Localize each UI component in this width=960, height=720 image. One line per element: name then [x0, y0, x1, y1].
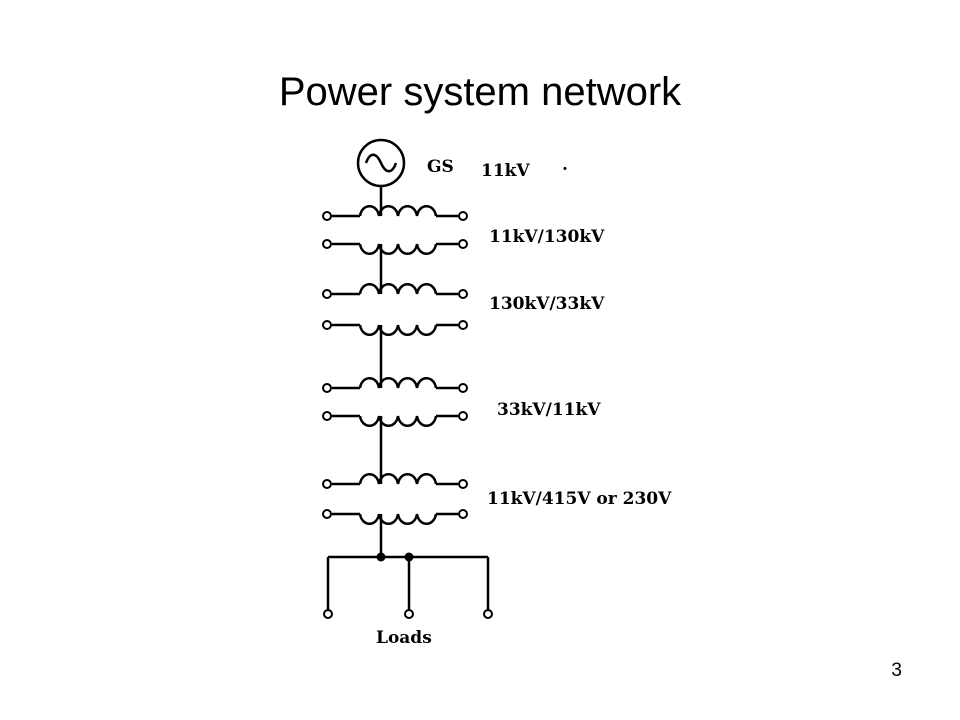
transformer-1-rating: 11kV/130kV [489, 227, 605, 247]
terminal [458, 320, 468, 330]
primary-winding [322, 205, 468, 221]
load-distribution [323, 552, 493, 619]
terminal [458, 289, 468, 299]
terminal [458, 211, 468, 221]
slide-title: Power system network [278, 70, 682, 114]
transformer-2-rating: 130kV/33kV [489, 294, 605, 314]
terminal [322, 289, 332, 299]
terminal [458, 383, 468, 393]
terminal [458, 411, 468, 421]
stray-mark: . [562, 155, 568, 175]
terminal [322, 479, 332, 489]
secondary-winding [322, 411, 468, 427]
generator-voltage-label: 11kV [481, 161, 530, 181]
terminal [322, 509, 332, 519]
secondary-winding [322, 509, 468, 525]
transformers [322, 205, 468, 525]
primary-winding [322, 283, 468, 299]
terminal [458, 239, 468, 249]
terminal [322, 411, 332, 421]
primary-winding [322, 473, 468, 489]
secondary-winding [322, 320, 468, 336]
secondary-winding [322, 239, 468, 255]
transformer-4-rating: 11kV/415V or 230V [487, 489, 672, 509]
load-terminal [323, 609, 333, 619]
page-number: 3 [891, 660, 902, 681]
transformer-3-rating: 33kV/11kV [497, 400, 601, 420]
generator [356, 138, 406, 188]
terminal [322, 320, 332, 330]
primary-winding [322, 377, 468, 393]
terminal [458, 509, 468, 519]
terminal [322, 239, 332, 249]
load-terminal [404, 609, 414, 619]
junction-dot [376, 552, 386, 562]
terminal [322, 211, 332, 221]
transformer-2 [322, 283, 468, 336]
generator-symbol-label: GS [427, 157, 454, 177]
transformer-4 [322, 473, 468, 525]
ac-source-symbol [364, 153, 398, 173]
load-terminal [483, 609, 493, 619]
transformer-3 [322, 377, 468, 427]
transformer-1 [322, 205, 468, 255]
loads-label: Loads [376, 628, 432, 648]
terminal [322, 383, 332, 393]
terminal [458, 479, 468, 489]
